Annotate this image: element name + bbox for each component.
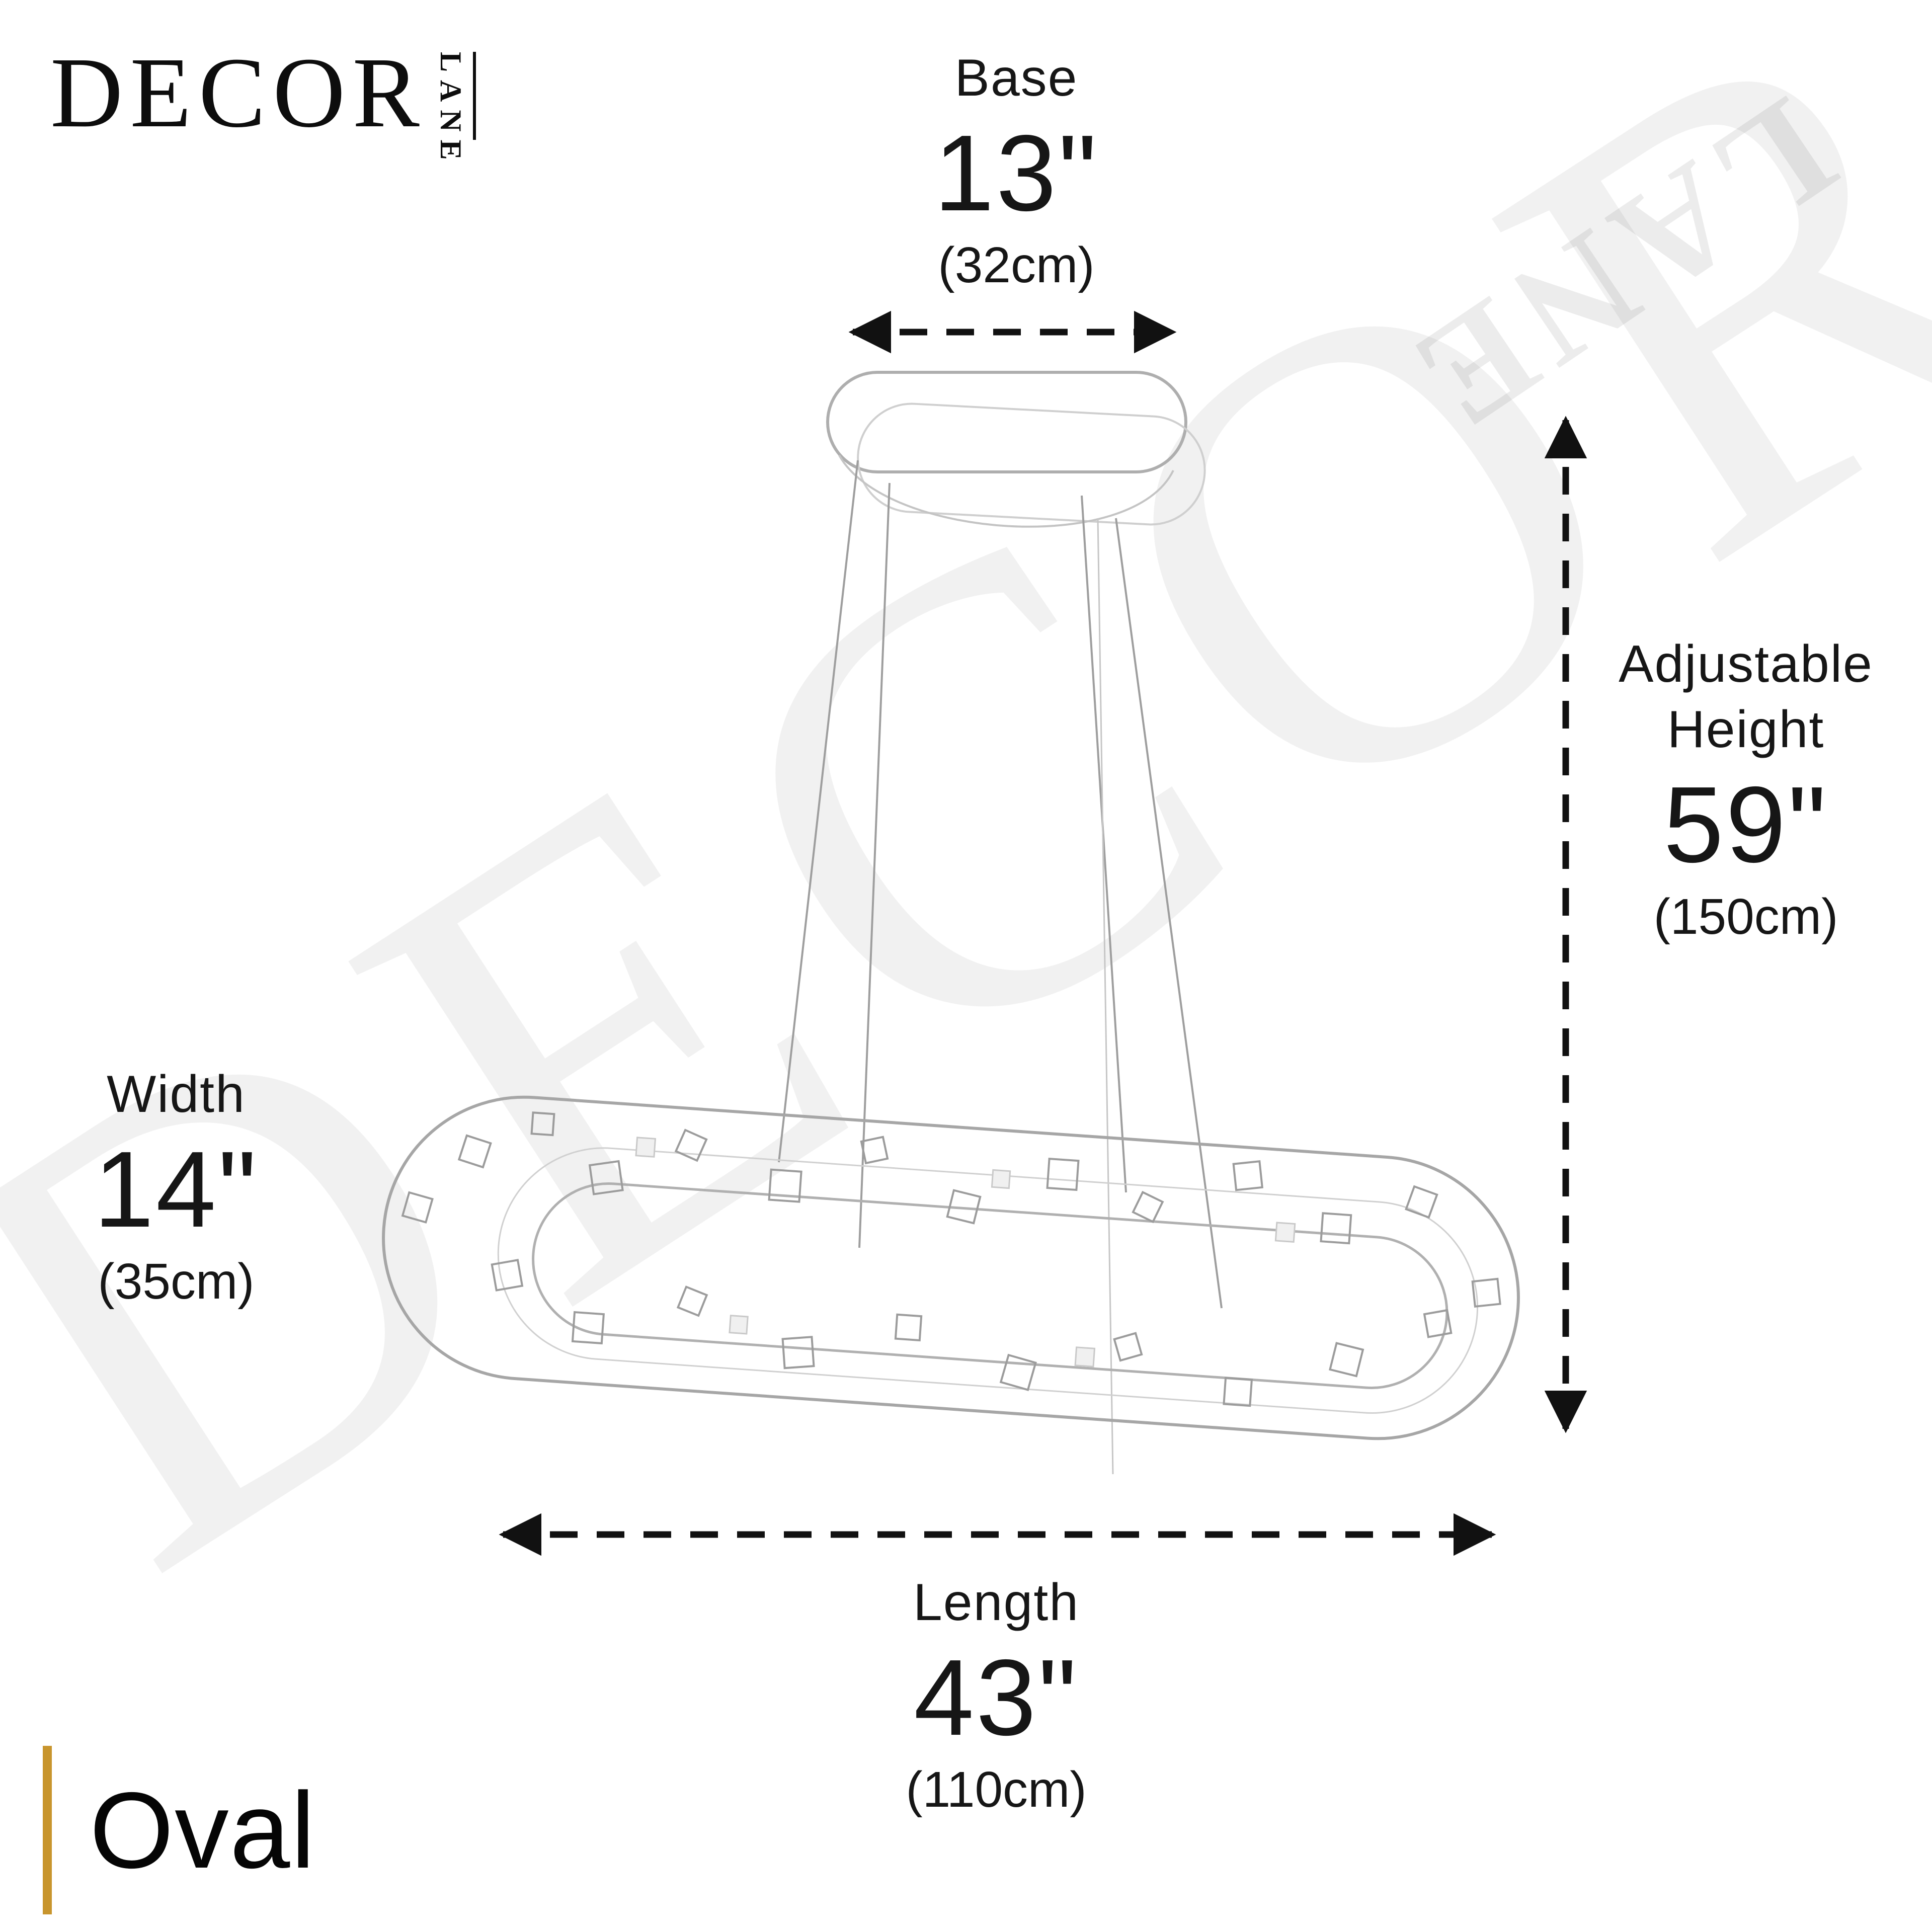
height-label-line2: Height (1667, 700, 1825, 759)
shape-callout: Oval (43, 1746, 316, 1914)
length-metric: (110cm) (906, 1761, 1087, 1818)
length-inches: 43" (914, 1637, 1079, 1758)
length-label: Length (913, 1573, 1080, 1632)
brand-logo: DECOR LANE (50, 37, 476, 168)
width-metric: (35cm) (98, 1253, 255, 1310)
dimension-arrows (499, 310, 1587, 1556)
base-dimension: Base 13" (32cm) (825, 45, 1208, 295)
width-dimension: Width 14" (35cm) (45, 1062, 307, 1312)
base-inches: 13" (934, 112, 1099, 233)
width-inches: 14" (94, 1129, 259, 1250)
height-inches: 59" (1663, 764, 1828, 885)
width-label: Width (107, 1065, 246, 1123)
height-dimension: Adjustable Height 59" (150cm) (1570, 631, 1922, 947)
accent-bar (43, 1746, 52, 1914)
height-label-line1: Adjustable (1619, 635, 1873, 693)
base-metric: (32cm) (938, 237, 1095, 294)
chandelier-drawing (382, 371, 1520, 1475)
brand-name: DECOR (50, 37, 427, 148)
shape-label: Oval (90, 1769, 316, 1891)
brand-subname: LANE (434, 52, 476, 168)
height-metric: (150cm) (1653, 889, 1838, 945)
length-dimension: Length 43" (110cm) (815, 1570, 1177, 1820)
base-label: Base (954, 49, 1078, 107)
